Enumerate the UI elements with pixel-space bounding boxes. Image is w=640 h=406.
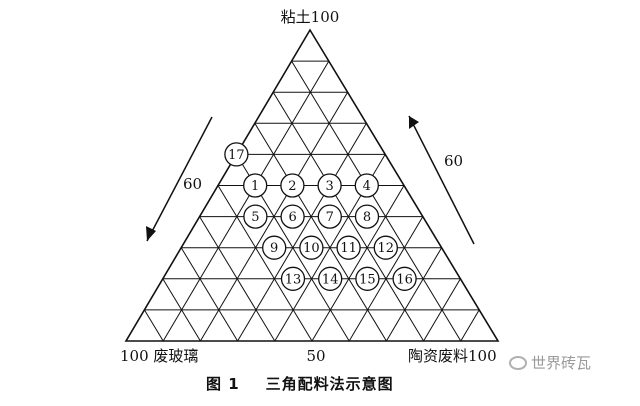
top-corner-label: 粘土100 [281, 8, 340, 26]
point-marker [354, 173, 379, 198]
grid-line [180, 247, 239, 342]
point-label: 1 [251, 179, 259, 194]
grid-line [162, 278, 201, 342]
grid-line [217, 185, 313, 342]
grid-line [348, 216, 424, 342]
left-arrow-value: 60 [183, 175, 202, 193]
composition-point-8: 8 [354, 204, 380, 229]
wechat-icon [509, 356, 527, 370]
composition-point-6: 6 [280, 204, 305, 229]
grid-line [311, 185, 405, 342]
composition-point-7: 7 [317, 204, 342, 229]
grid-line [199, 216, 276, 342]
point-marker [373, 235, 398, 260]
composition-point-1: 1 [243, 173, 268, 198]
point-label: 4 [363, 179, 371, 194]
triangle-grid [124, 28, 500, 342]
bottom-left-corner-label: 100 废玻璃 [120, 347, 198, 365]
point-marker [243, 173, 268, 198]
point-marker [355, 266, 380, 291]
composition-point-14: 14 [318, 266, 343, 291]
composition-point-3: 3 [317, 173, 342, 198]
composition-point-11: 11 [336, 235, 361, 260]
watermark: 世界砖瓦 [509, 352, 591, 373]
point-label: 12 [378, 241, 395, 256]
grid-line [143, 309, 164, 342]
point-label: 3 [325, 179, 333, 194]
composition-point-15: 15 [355, 266, 380, 291]
point-marker [280, 204, 305, 229]
point-marker [317, 204, 342, 229]
point-label: 15 [359, 272, 376, 287]
bottom-middle-label: 50 [306, 347, 325, 365]
grid-line [254, 123, 387, 342]
right-arrow-value: 60 [444, 152, 463, 170]
point-label: 9 [270, 241, 278, 256]
point-marker [280, 266, 306, 291]
grid-line [423, 278, 461, 342]
point-label: 13 [285, 272, 302, 287]
figure-caption: 图 1 三角配料法示意图 [0, 373, 640, 394]
composition-point-5: 5 [243, 204, 268, 229]
point-marker [354, 204, 380, 229]
point-marker [280, 173, 305, 198]
grid-line [291, 60, 462, 342]
point-label: 2 [288, 179, 296, 194]
caption-title: 三角配料法示意图 [265, 375, 394, 393]
point-marker [336, 235, 361, 260]
point-label: 5 [251, 210, 259, 225]
point-label: 14 [322, 272, 339, 287]
bottom-right-corner-label: 陶资废料100 [408, 347, 497, 365]
composition-point-17: 17 [224, 142, 249, 167]
point-marker [262, 235, 287, 260]
grid-line [237, 123, 367, 342]
composition-point-16: 16 [392, 266, 417, 291]
point-marker [224, 142, 249, 167]
point-label: 10 [303, 241, 320, 256]
point-label: 7 [326, 210, 334, 225]
caption-number: 图 1 [206, 375, 240, 393]
composition-point-9: 9 [262, 235, 287, 260]
point-marker [299, 235, 324, 260]
point-marker [392, 266, 417, 291]
composition-point-12: 12 [373, 235, 398, 260]
point-label: 16 [396, 272, 413, 287]
composition-point-4: 4 [354, 173, 379, 198]
watermark-text: 世界砖瓦 [531, 354, 592, 372]
grid-line [385, 247, 443, 342]
grid-line [460, 309, 480, 342]
point-label: 8 [363, 210, 371, 225]
right-arrow [408, 115, 475, 245]
composition-point-13: 13 [280, 266, 306, 291]
point-label: 17 [228, 148, 245, 163]
composition-point-2: 2 [280, 173, 305, 198]
point-marker [317, 173, 342, 198]
grid-line [162, 60, 330, 342]
point-marker [318, 266, 343, 291]
composition-point-10: 10 [299, 235, 324, 260]
point-label: 6 [288, 210, 296, 225]
point-marker [243, 204, 268, 229]
point-label: 11 [340, 241, 357, 256]
left-arrow [146, 116, 213, 242]
